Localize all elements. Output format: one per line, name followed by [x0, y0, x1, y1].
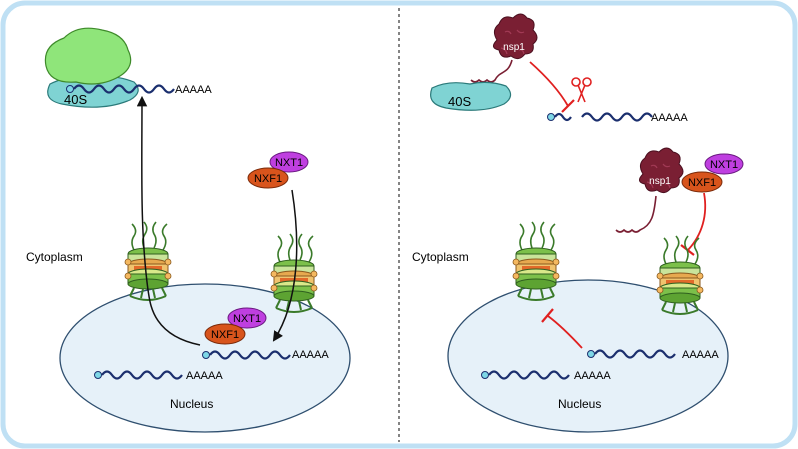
ribosome-40s-label: 40S: [448, 94, 471, 109]
ribosome-icon: [44, 27, 139, 108]
mrna-strand-bound: [209, 350, 291, 360]
nucleus-label: Nucleus: [170, 397, 213, 411]
nxf1-bound-label: NXF1: [211, 329, 239, 341]
nxt1-protein: [704, 153, 744, 175]
import-arrow: [272, 189, 298, 342]
inhibition-line: [687, 192, 707, 251]
mrna-strand: [73, 84, 175, 94]
left-panel: 40S AAAAA NXT1 NXF1 Cytoplasm NXT1 NXF1 …: [26, 27, 351, 433]
nxt1-label: NXT1: [275, 157, 303, 169]
mrna-cap: [547, 113, 555, 121]
export-path: [147, 289, 201, 346]
ribosome-40s-label: 40S: [64, 92, 87, 107]
cytoplasm-label: Cytoplasm: [26, 250, 83, 264]
mrna-cap: [587, 350, 595, 358]
scissors-icon: [571, 77, 592, 103]
nsp1-label: nsp1: [503, 42, 525, 53]
nxf1-label: NXF1: [254, 173, 282, 185]
mrna-strand: [581, 112, 653, 122]
nxt1-bound-label: NXT1: [233, 313, 261, 325]
mrna-cap: [94, 371, 102, 379]
mrna-strand-nuclear: [594, 349, 676, 359]
poly-a-tail-low: AAAAA: [574, 370, 611, 382]
nucleus-label: Nucleus: [558, 397, 601, 411]
nxt1-protein: [269, 151, 309, 173]
mrna-strand-nuclear: [488, 370, 570, 380]
mrna-cap: [481, 371, 489, 379]
nxt1-protein-bound: [227, 307, 267, 329]
ribosome-icon: [430, 81, 512, 111]
export-arrow: [136, 95, 149, 291]
nsp1-label: nsp1: [649, 176, 671, 187]
nxt1-label: NXT1: [710, 159, 738, 171]
inhibition-bar: [561, 99, 575, 113]
inhibition-line: [547, 315, 583, 349]
poly-a-tail-nuclear: AAAAA: [186, 370, 223, 382]
poly-a-tail: AAAAA: [651, 112, 688, 124]
nxf1-label: NXF1: [688, 177, 716, 189]
mrna-strand-nuclear: [101, 370, 183, 380]
inhibition-line: [529, 61, 569, 107]
mrna-cap: [66, 85, 74, 93]
right-panel: nsp1 40S AAAAA nsp1 NXT1 NXF1: [412, 13, 744, 433]
poly-a-tail-bound: AAAAA: [292, 349, 329, 361]
nxf1-protein-bound: [204, 323, 246, 345]
poly-a-tail: AAAAA: [175, 84, 212, 96]
poly-a-tail-mid: AAAAA: [682, 349, 719, 361]
nsp1-tail: [470, 59, 513, 83]
mrna-fragment: [554, 112, 572, 122]
inhibition-bar: [541, 308, 554, 323]
mrna-cap: [202, 351, 210, 359]
nxf1-protein: [247, 167, 289, 189]
cytoplasm-label: Cytoplasm: [412, 250, 469, 264]
nsp1-tail: [615, 195, 657, 233]
nxf1-protein: [681, 171, 723, 193]
